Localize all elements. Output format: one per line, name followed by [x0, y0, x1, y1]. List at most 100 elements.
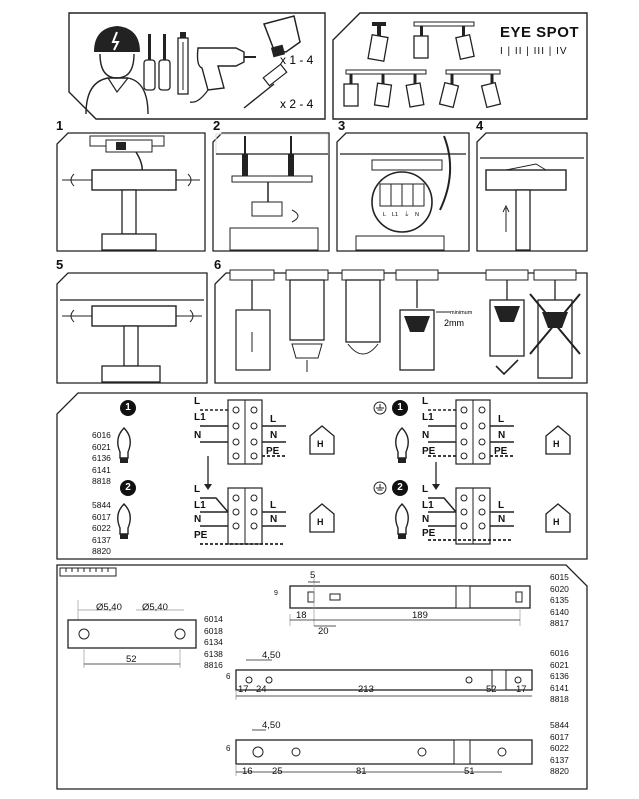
terminal-pe: PE: [194, 530, 208, 541]
bulb-icon: [117, 503, 131, 539]
cross-icon: [529, 293, 581, 355]
step-4-panel: [476, 132, 588, 252]
product-variants: [332, 12, 588, 120]
terminal-l1: L1: [422, 500, 434, 511]
terminal-pe: PE: [494, 446, 508, 457]
house-h-label: H: [553, 517, 560, 527]
dim-16: 16: [242, 766, 253, 777]
earth-icon: [373, 481, 387, 495]
variant-list: I | II | III | IV: [500, 46, 568, 57]
step-2-illustration: [212, 132, 330, 252]
terminal-l1: L1: [194, 500, 206, 511]
step-4-illustration: [476, 132, 588, 252]
step-2-panel: [212, 132, 330, 252]
terminal-n: N: [194, 514, 202, 525]
badge-1-right: 1: [392, 400, 408, 416]
step-2-number: 2: [213, 118, 221, 133]
terminal-block: [428, 487, 514, 545]
hole-diameter-a: Ø5,40: [96, 602, 122, 613]
hole-spacing: 52: [126, 654, 137, 665]
dim-52: 52: [486, 684, 497, 695]
step-1-number: 1: [56, 118, 64, 133]
terminal-l: L: [422, 484, 429, 495]
dim-6: 6: [226, 744, 231, 753]
step3-term-earth: ⏚: [404, 211, 410, 218]
step3-term-n: N: [415, 212, 419, 218]
bar-ii-codes: 6016 6021 6136 6141 8818: [550, 648, 569, 704]
house-h-label: H: [317, 517, 324, 527]
ruler-icon: [59, 567, 117, 577]
badge-2-right: 2: [392, 480, 408, 496]
wiring-frame: [56, 392, 588, 560]
step-3-number: 3: [338, 118, 346, 133]
terminal-block: [200, 399, 286, 490]
dimensions-panel: Ø5,40 Ø5,40 52 6014 6018 6134 6138 8816 …: [56, 564, 588, 790]
step-3-panel: L L1 ⏚ N: [336, 132, 470, 252]
dim-4-50: 4,50: [262, 650, 281, 661]
bulb-icon: [117, 427, 131, 463]
dim-18: 18: [296, 610, 307, 621]
bar-iii-codes: 5844 6017 6022 6137 8820: [550, 720, 569, 776]
terminal-n: N: [422, 430, 430, 441]
house-icon: [309, 503, 335, 533]
bulb-icon: [395, 503, 409, 539]
step-1-panel: [56, 132, 206, 252]
step-4-number: 4: [476, 118, 484, 133]
terminal-pe: PE: [422, 528, 436, 539]
dim-9: 9: [274, 590, 278, 597]
step3-term-l1: L1: [392, 212, 398, 218]
terminal-n: N: [422, 514, 430, 525]
dim-51: 51: [464, 766, 475, 777]
bar-i-drawing: [289, 578, 531, 627]
dim-25: 25: [272, 766, 283, 777]
tools-panel: x 1 - 4 x 2 - 4: [68, 12, 326, 120]
step-5-panel: [56, 272, 208, 384]
bulb-icon: [395, 427, 409, 463]
house-h-label: H: [317, 439, 324, 449]
dim-24: 24: [256, 684, 267, 695]
step3-term-l: L: [383, 212, 386, 218]
electrician-icon: [85, 26, 149, 115]
spot-variant-i: [367, 22, 389, 62]
terminal-l: L: [498, 414, 505, 425]
wall-plug-icon: [243, 63, 288, 109]
group-2-codes: 5844 6017 6022 6137 8820: [92, 500, 111, 556]
screwdriver-icon: [143, 32, 189, 95]
terminal-l: L: [194, 484, 201, 495]
dim-17a: 17: [238, 684, 249, 695]
dimension-drawings: [56, 564, 588, 790]
check-icon: [495, 359, 519, 376]
terminal-l1: L1: [194, 412, 206, 423]
brand-title: EYE SPOT: [500, 24, 580, 41]
spot-variant-iv: [438, 69, 502, 109]
house-h-label: H: [553, 439, 560, 449]
step-6-panel: minimum 2mm: [214, 269, 588, 384]
tools-panel-frame: x 1 - 4 x 2 - 4: [68, 12, 326, 120]
spot-variant-iii: [343, 69, 427, 108]
bar-iii-drawing: [235, 729, 533, 776]
wiring-diagrams: [117, 399, 571, 545]
dim-213: 213: [358, 684, 374, 695]
badge-2-left: 2: [120, 480, 136, 496]
bulb-quantity: x 1 - 4: [280, 53, 314, 67]
small-bracket-codes: 6014 6018 6134 6138 8816: [204, 614, 223, 670]
bar-i-codes: 6015 6020 6135 6140 8817: [550, 572, 569, 628]
group-1-codes: 6016 6021 6136 6141 8818: [92, 430, 111, 486]
small-bracket-drawing: [67, 600, 197, 668]
terminal-l: L: [270, 500, 277, 511]
step-1-illustration: [56, 132, 206, 252]
gap-label: 2mm: [444, 318, 464, 328]
dim-20: 20: [318, 626, 329, 637]
terminal-n: N: [270, 514, 278, 525]
dim-17b: 17: [516, 684, 527, 695]
terminal-l: L: [498, 500, 505, 511]
dim-5: 5: [310, 570, 316, 581]
step-6-number: 6: [214, 257, 222, 272]
house-icon: [309, 425, 335, 455]
terminal-l: L: [270, 414, 277, 425]
drill-icon: [189, 47, 256, 103]
dim-6: 6: [226, 672, 231, 681]
dim-4-50: 4,50: [262, 720, 281, 731]
terminal-n: N: [498, 514, 506, 525]
earth-icon: [373, 401, 387, 415]
